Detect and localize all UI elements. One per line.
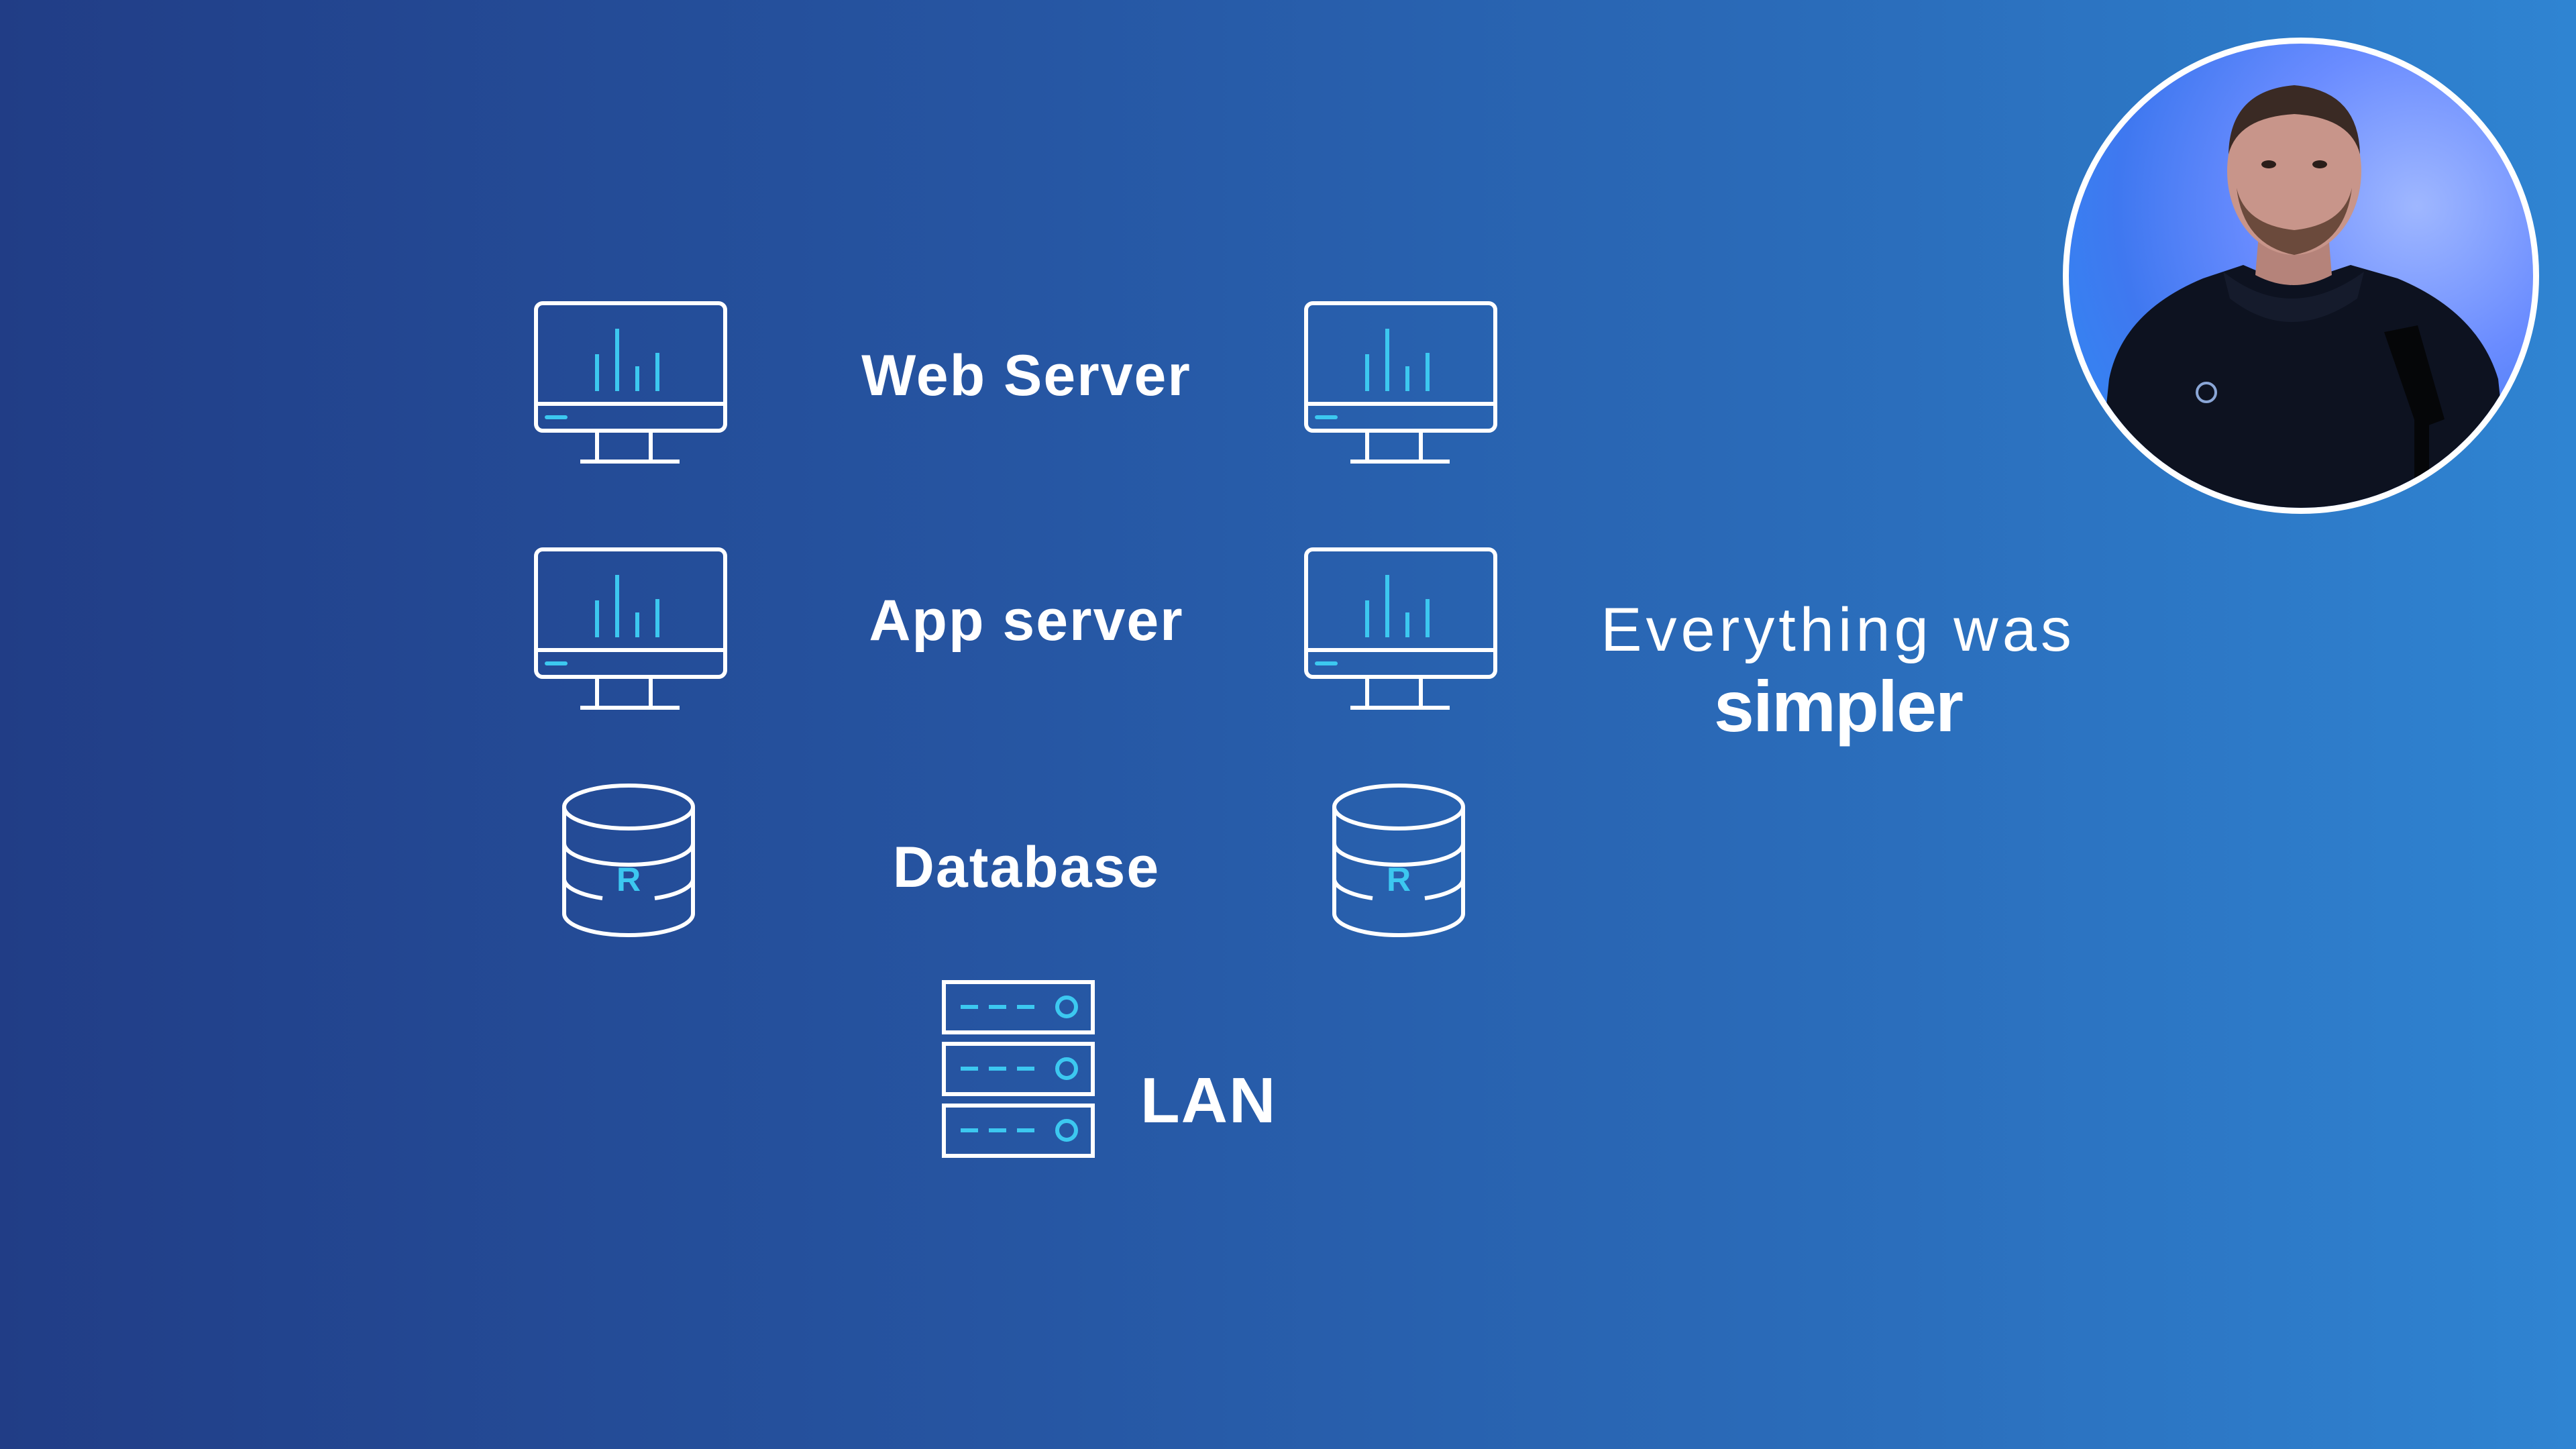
database-label: Database xyxy=(892,835,1161,900)
web-server-left-monitor-icon xyxy=(534,301,727,464)
app-server-right-monitor-icon xyxy=(1304,547,1497,710)
web-server-label: Web Server xyxy=(861,343,1191,408)
lan-label: LAN xyxy=(1140,1065,1277,1136)
database-right-icon: R xyxy=(1332,784,1465,937)
app-server-left-monitor-icon xyxy=(534,547,727,710)
web-server-right-monitor-icon xyxy=(1304,301,1497,464)
presenter-avatar xyxy=(2063,38,2539,514)
database-left-letter: R xyxy=(616,861,641,898)
app-server-label: App server xyxy=(869,588,1184,653)
server-rack-icon xyxy=(942,980,1095,1158)
presenter-silhouette-icon xyxy=(2096,85,2512,508)
tagline: Everything was simpler xyxy=(1563,594,2113,747)
database-right-letter: R xyxy=(1387,861,1411,898)
database-left-icon: R xyxy=(562,784,695,937)
tagline-line-1: Everything was xyxy=(1601,596,2076,664)
tagline-line-2: simpler xyxy=(1713,665,1964,747)
